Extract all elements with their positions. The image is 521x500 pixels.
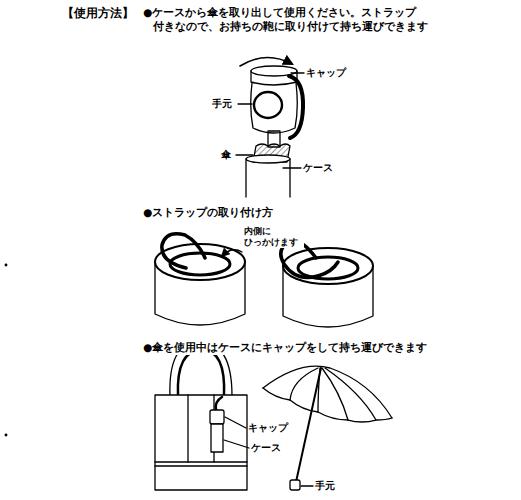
case-cap xyxy=(210,410,224,424)
label-anchor: ケース xyxy=(303,161,333,174)
label-anchor: 傘 xyxy=(221,148,231,161)
strap-loop xyxy=(162,234,205,268)
part-label: 手元 xyxy=(212,97,232,110)
inner-ring xyxy=(170,253,230,275)
canopy-rib xyxy=(290,368,376,420)
note-text: 内側に ひっかけます xyxy=(244,226,304,248)
section-heading: ●ストラップの取り付け方 xyxy=(143,206,273,220)
section-heading: ●傘を使用中はケースにキャップをして持ち運びできます xyxy=(143,341,427,355)
shaft xyxy=(296,368,321,482)
leader-line xyxy=(283,167,301,168)
bag-band xyxy=(155,465,247,466)
part-label: ケース xyxy=(251,441,281,454)
label-anchor: ●ケースから傘を取り出して使用ください。ストラップ 付きなので、お持ちの鞄に取り… xyxy=(143,6,441,33)
label-anchor: キャップ xyxy=(248,421,288,434)
leader-line xyxy=(238,103,252,104)
umbrella-case-figure xyxy=(236,57,304,197)
hook-arrow xyxy=(222,250,242,256)
label-anchor: 内側に ひっかけます xyxy=(244,226,304,248)
canopy-top xyxy=(263,366,392,418)
dot xyxy=(5,434,7,436)
title-anchor: 【使用方法】 xyxy=(62,6,134,21)
leader-line xyxy=(236,154,253,155)
canopy-edge xyxy=(263,388,392,422)
inner-ring xyxy=(298,257,358,279)
strap xyxy=(289,76,303,138)
leader-line xyxy=(291,72,304,73)
part-label: キャップ xyxy=(306,66,346,79)
label-anchor: ●ストラップの取り付け方 xyxy=(143,206,273,220)
case-body xyxy=(246,159,290,197)
bag-figure xyxy=(155,342,392,490)
label-anchor: 手元 xyxy=(212,97,232,110)
bag-seam xyxy=(187,395,188,462)
handle-window xyxy=(254,92,282,118)
bag-band xyxy=(155,461,247,462)
label-anchor: キャップ xyxy=(306,66,346,79)
case-body xyxy=(155,262,245,325)
case-rim xyxy=(283,248,373,284)
part-label: 手元 xyxy=(315,479,335,492)
part-label: キャップ xyxy=(248,421,288,434)
strap-hook xyxy=(318,262,338,276)
dot xyxy=(5,264,7,266)
title: 【使用方法】 xyxy=(62,6,134,21)
strap xyxy=(216,397,222,410)
case-rim xyxy=(246,155,290,163)
part-label: ケース xyxy=(303,161,333,174)
leader-line xyxy=(224,440,249,448)
instruction-text: ●ケースから傘を取り出して使用ください。ストラップ 付きなので、お持ちの鞄に取り… xyxy=(143,6,441,33)
label-anchor: 手元 xyxy=(315,479,335,492)
rotate-arrow xyxy=(240,57,292,66)
handle xyxy=(251,83,298,133)
bag-handle xyxy=(178,350,224,396)
label-anchor: ●傘を使用中はケースにキャップをして持ち運びできます xyxy=(143,341,427,355)
label-anchor: ケース xyxy=(251,441,281,454)
case-body xyxy=(211,424,223,452)
leader-line xyxy=(225,417,246,428)
part-label: 傘 xyxy=(221,148,231,161)
handle xyxy=(290,480,300,490)
leader-line xyxy=(301,485,313,486)
